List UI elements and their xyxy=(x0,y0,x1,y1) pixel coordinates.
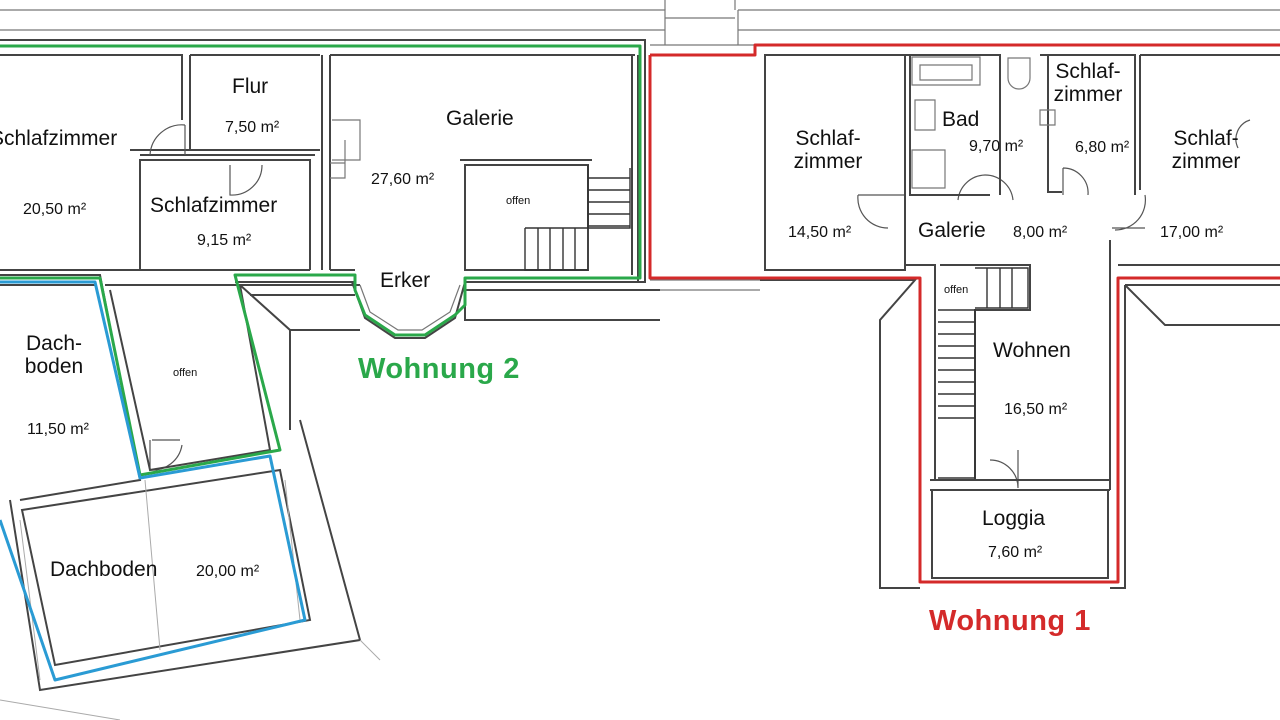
wohnung2-stairs xyxy=(524,165,631,271)
room-area-dachboden-upper: 11,50 m² xyxy=(27,421,89,438)
doors xyxy=(149,119,1251,489)
unit-title-wohnung1: Wohnung 1 xyxy=(929,605,1091,637)
room-area-galerie-w1: 8,00 m² xyxy=(1013,224,1068,241)
room-label-wohnen: Wohnen xyxy=(993,339,1071,362)
room-area-schlafzimmer-small: 9,15 m² xyxy=(197,232,252,249)
room-label-schlafzimmer-w1-mid: Schlaf- zimmer xyxy=(1042,60,1134,106)
room-area-schlafzimmer-left: 20,50 m² xyxy=(23,201,87,218)
room-area-schlafzimmer-w1-left: 14,50 m² xyxy=(788,224,852,241)
room-label-schlafzimmer-small: Schlafzimmer xyxy=(150,194,278,217)
room-label-galerie-w1: Galerie xyxy=(918,219,986,242)
room-label-dachboden-upper-line1: Dach- xyxy=(25,332,83,355)
room-label-schlafzimmer-w1-right-line1: Schlaf- xyxy=(1173,127,1239,150)
room-area-flur: 7,50 m² xyxy=(225,119,280,136)
room-label-galerie-w2: Galerie xyxy=(446,107,514,130)
room-area-dachboden-lower: 20,00 m² xyxy=(196,563,260,580)
room-label-schlafzimmer-w1-right-line2: zimmer xyxy=(1171,150,1241,174)
room-label-dachboden-upper: Dach- boden xyxy=(14,332,94,378)
room-label-schlafzimmer-w1-left-line2: zimmer xyxy=(793,150,863,174)
room-label-offen-w2: offen xyxy=(506,195,531,207)
dachboden-boundary xyxy=(0,280,307,682)
room-label-schlafzimmer-w1-left-line1: Schlaf- xyxy=(795,127,861,150)
dachboden-walls xyxy=(0,274,381,720)
room-area-schlafzimmer-w1-right: 17,00 m² xyxy=(1160,224,1224,241)
room-area-loggia: 7,60 m² xyxy=(988,544,1043,561)
wohnung2-boundary xyxy=(0,44,642,477)
room-label-offen-mid: offen xyxy=(173,367,198,379)
room-label-schlafzimmer-w1-left: Schlaf- zimmer xyxy=(778,127,878,173)
building-outline xyxy=(0,0,1280,291)
room-area-galerie-w2: 27,60 m² xyxy=(371,171,435,188)
room-label-schlafzimmer-w1-mid-line2: zimmer xyxy=(1053,83,1123,107)
room-area-schlafzimmer-w1-mid: 6,80 m² xyxy=(1075,139,1130,156)
wohnung1-boundary xyxy=(648,43,1280,584)
room-label-schlafzimmer-left: Schlafzimmer xyxy=(0,127,118,150)
room-area-bad: 9,70 m² xyxy=(969,138,1024,155)
room-label-erker: Erker xyxy=(380,269,431,292)
unit-title-wohnung2: Wohnung 2 xyxy=(358,353,520,385)
wohnung1-stairs xyxy=(938,267,1029,479)
room-label-flur: Flur xyxy=(232,75,269,98)
room-label-offen-w1: offen xyxy=(944,284,969,296)
room-label-bad: Bad xyxy=(942,108,980,131)
room-label-dachboden-upper-line2: boden xyxy=(24,355,84,379)
wohnung2-walls xyxy=(0,39,660,430)
room-label-loggia: Loggia xyxy=(982,507,1046,530)
room-label-schlafzimmer-w1-mid-line1: Schlaf- xyxy=(1055,60,1121,83)
room-label-dachboden-lower: Dachboden xyxy=(50,558,158,581)
room-label-schlafzimmer-w1-right: Schlaf- zimmer xyxy=(1158,127,1254,173)
room-area-wohnen: 16,50 m² xyxy=(1004,401,1068,418)
